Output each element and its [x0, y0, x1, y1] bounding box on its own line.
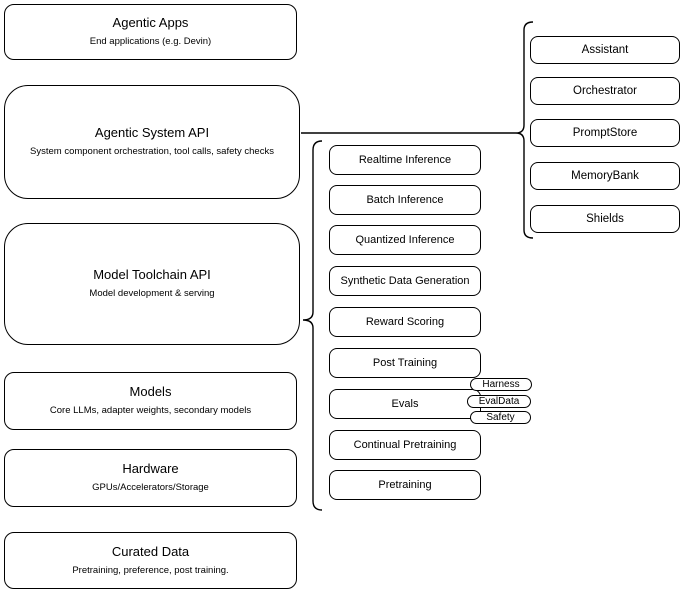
component-label: Realtime Inference [358, 154, 452, 166]
eval-tag-evaldata: EvalData [467, 395, 531, 408]
layer-box-model-toolchain-api: Model Toolchain API Model development & … [4, 223, 300, 345]
layer-title: Model Toolchain API [93, 267, 211, 283]
layer-title: Models [129, 384, 172, 400]
component-box-continual-pretraining: Continual Pretraining [329, 430, 481, 460]
component-label: MemoryBank [571, 170, 639, 182]
component-box-quantized-inference: Quantized Inference [329, 225, 481, 255]
component-label: Quantized Inference [355, 234, 455, 246]
component-box-batch-inference: Batch Inference [329, 185, 481, 215]
layer-box-hardware: Hardware GPUs/Accelerators/Storage [4, 449, 297, 507]
layer-subtitle: Core LLMs, adapter weights, secondary mo… [49, 405, 252, 417]
layer-box-agentic-system-api: Agentic System API System component orch… [4, 85, 300, 199]
component-box-evals: Evals [329, 389, 481, 419]
component-label: Reward Scoring [365, 316, 445, 328]
layer-title: Curated Data [111, 543, 190, 559]
eval-tag-harness: Harness [470, 378, 532, 391]
layer-title: Agentic Apps [112, 15, 189, 31]
component-box-shields: Shields [530, 205, 680, 233]
component-label: Orchestrator [573, 85, 637, 97]
component-label: Batch Inference [366, 194, 444, 206]
eval-tag-label: Safety [486, 411, 515, 423]
component-box-synthetic-data-generation: Synthetic Data Generation [329, 266, 481, 296]
component-label: Shields [586, 213, 624, 225]
component-label: Evals [391, 398, 419, 410]
eval-tag-label: EvalData [478, 395, 520, 407]
layer-subtitle: System component orchestration, tool cal… [30, 146, 274, 158]
component-box-memorybank: MemoryBank [530, 162, 680, 190]
component-box-orchestrator: Orchestrator [530, 77, 680, 105]
component-label: Pretraining [378, 479, 432, 491]
component-box-promptstore: PromptStore [530, 119, 680, 147]
toolchain-group-brace [302, 140, 323, 511]
component-box-assistant: Assistant [530, 36, 680, 64]
component-box-reward-scoring: Reward Scoring [329, 307, 481, 337]
component-box-pretraining: Pretraining [329, 470, 481, 500]
layer-subtitle: Pretraining, preference, post training. [72, 564, 229, 576]
component-box-realtime-inference: Realtime Inference [329, 145, 481, 175]
layer-box-models: Models Core LLMs, adapter weights, secon… [4, 372, 297, 430]
component-label: PromptStore [572, 127, 638, 139]
layer-box-agentic-apps: Agentic Apps End applications (e.g. Devi… [4, 4, 297, 60]
layer-title: Agentic System API [94, 125, 210, 141]
eval-tag-label: Harness [482, 378, 520, 390]
component-label: Assistant [581, 44, 629, 56]
layer-title: Hardware [122, 461, 179, 477]
component-label: Continual Pretraining [353, 439, 457, 451]
layer-subtitle: End applications (e.g. Devin) [89, 36, 212, 48]
component-label: Post Training [372, 357, 438, 369]
component-box-post-training: Post Training [329, 348, 481, 378]
component-label: Synthetic Data Generation [340, 275, 470, 287]
layer-subtitle: GPUs/Accelerators/Storage [92, 482, 209, 494]
layer-subtitle: Model development & serving [89, 288, 215, 300]
eval-tag-safety: Safety [470, 411, 531, 424]
layer-box-curated-data: Curated Data Pretraining, preference, po… [4, 532, 297, 589]
